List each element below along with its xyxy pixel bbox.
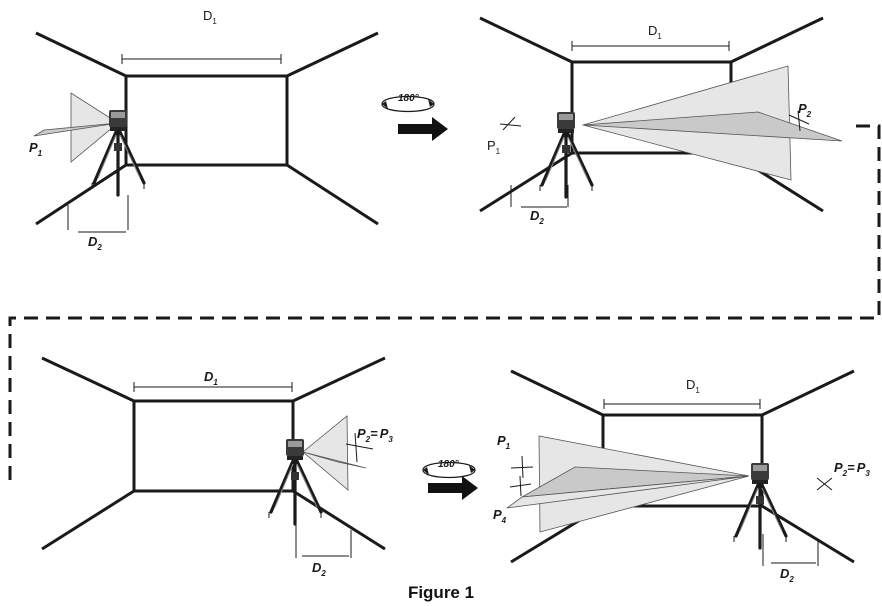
- panel-bottom-left: D1 P2=P3 D2: [41, 356, 393, 578]
- d2-label: D2: [88, 234, 102, 252]
- d1-label: D1: [203, 8, 217, 26]
- rotation-step-2: 180°: [422, 459, 478, 500]
- d1-label: D1: [686, 377, 700, 395]
- right-arrow-icon: [428, 476, 478, 500]
- dashed-connector: [8, 124, 881, 482]
- panel-top-right: D1 P2 P1 D2: [479, 16, 843, 226]
- p1-label: P1: [29, 140, 43, 158]
- panel-bottom-right: D1 P1 P4 P2=P3 D2: [493, 369, 870, 584]
- panel-top-left: D1 P1 D2: [29, 8, 379, 252]
- rotation-label: 180°: [438, 459, 460, 470]
- p1-label: P1: [487, 138, 501, 156]
- p2-label: P2: [798, 101, 812, 119]
- p1-label: P1: [497, 433, 511, 451]
- d1-label: D1: [204, 369, 218, 387]
- p2-p3-label: P2=P3: [357, 426, 393, 444]
- room-outline: [35, 31, 379, 226]
- rotation-label: 180°: [398, 93, 420, 104]
- d1-label: D1: [648, 23, 662, 41]
- p4-label: P4: [493, 507, 507, 525]
- laser-beam-line: [302, 451, 367, 469]
- rotation-step-1: 180°: [381, 93, 448, 141]
- room-outline: [41, 356, 386, 551]
- d2-label: D2: [312, 560, 326, 578]
- figure-caption: Figure 1: [407, 583, 475, 602]
- laser-beam-line-2: [506, 475, 750, 509]
- laser-beam-fan: [302, 415, 349, 491]
- laser-beam-line: [33, 122, 119, 137]
- p2-p3-label: P2=P3: [834, 460, 870, 478]
- d2-label: D2: [530, 208, 544, 226]
- right-arrow-icon: [398, 117, 448, 141]
- d2-label: D2: [780, 566, 794, 584]
